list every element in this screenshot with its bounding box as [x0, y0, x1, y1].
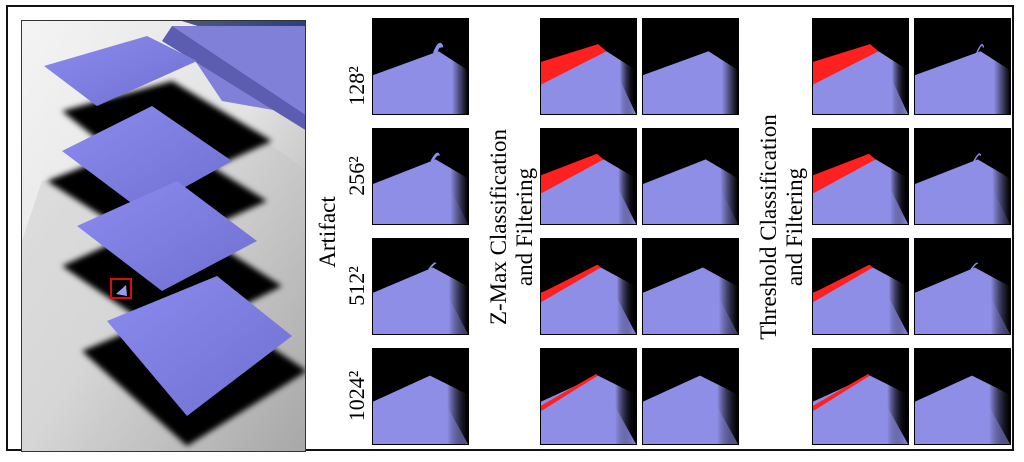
- thumbnail-zmax-red-row1: [540, 18, 637, 115]
- thumbnail-thr-filtered-row3: [914, 238, 1011, 335]
- thumbnail-thr-filtered-row4: [914, 348, 1011, 445]
- row-label-1024: 1024²: [344, 370, 369, 421]
- thumbnail-zmax-red-row2: [540, 128, 637, 225]
- thumbnail-artifact-row4: [372, 348, 469, 445]
- threshold-label: Threshold Classification and Filtering: [756, 114, 807, 340]
- thumbnail-zmax-filtered-row3: [642, 238, 739, 335]
- thumbnail-thr-red-row3: [812, 238, 909, 335]
- scene-overview-image: [21, 20, 306, 452]
- thumbnail-thr-red-row1: [812, 18, 909, 115]
- thumbnail-thr-red-row2: [812, 128, 909, 225]
- thumbnail-zmax-red-row4: [540, 348, 637, 445]
- artifact-label: Artifact: [315, 196, 340, 268]
- highlight-box: [110, 278, 132, 299]
- thumbnail-zmax-red-row3: [540, 238, 637, 335]
- thumbnail-artifact-row1: [372, 18, 469, 115]
- thumbnail-zmax-filtered-row2: [642, 128, 739, 225]
- thumbnail-thr-filtered-row2: [914, 128, 1011, 225]
- row-label-128: 128²: [344, 65, 369, 106]
- thumbnail-artifact-row2: [372, 128, 469, 225]
- thumbnail-thr-filtered-row1: [914, 18, 1011, 115]
- figure-frame: 128² 256² 512² 1024² Artifact Z-Max Clas…: [6, 5, 1014, 452]
- zmax-label: Z-Max Classification and Filtering: [486, 128, 537, 326]
- thumbnail-zmax-filtered-row1: [642, 18, 739, 115]
- thumbnail-artifact-row3: [372, 238, 469, 335]
- stacked-planes-render: [22, 21, 305, 451]
- thumbnail-thr-red-row4: [812, 348, 909, 445]
- thumbnail-zmax-filtered-row4: [642, 348, 739, 445]
